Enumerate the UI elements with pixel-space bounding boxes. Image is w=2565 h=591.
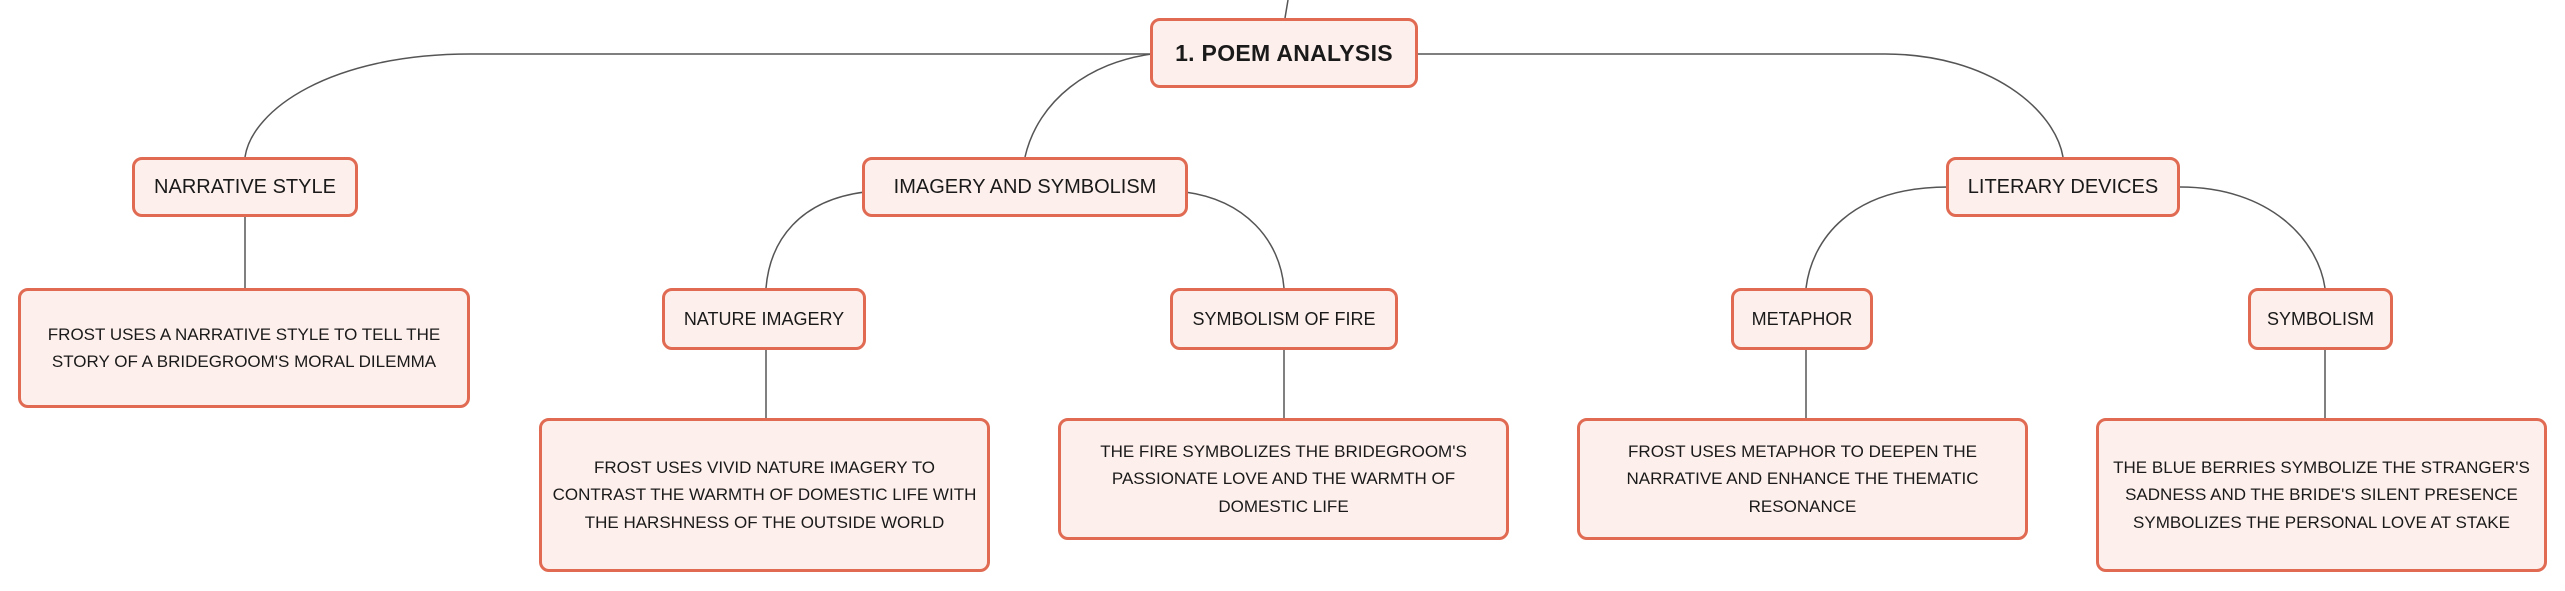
connector-devices-metaphor	[1805, 186, 1949, 289]
connector-devices-symbolism	[2179, 186, 2326, 289]
node-label: LITERARY DEVICES	[1967, 175, 2159, 198]
connector-imagery-fire	[1184, 191, 1285, 289]
node-symbolism-of-fire[interactable]: SYMBOLISM OF FIRE	[1170, 288, 1398, 350]
connector-imagery-nature	[765, 191, 866, 289]
node-label: NARRATIVE STYLE	[154, 175, 336, 198]
node-label: METAPHOR	[1751, 308, 1853, 329]
node-symbolism[interactable]: SYMBOLISM	[2248, 288, 2393, 350]
node-literary-devices[interactable]: LITERARY DEVICES	[1946, 157, 2180, 217]
detail-symbolism[interactable]: THE BLUE BERRIES SYMBOLIZE THE STRANGER'…	[2096, 418, 2547, 572]
detail-text: THE FIRE SYMBOLIZES THE BRIDEGROOM'S PAS…	[1100, 442, 1467, 516]
connector-root-devices	[1418, 53, 2064, 158]
connector-root-narrative	[244, 53, 1152, 158]
detail-narrative-style[interactable]: FROST USES A NARRATIVE STYLE TO TELL THE…	[18, 288, 470, 408]
node-label: SYMBOLISM OF FIRE	[1192, 308, 1376, 329]
node-imagery-and-symbolism[interactable]: IMAGERY AND SYMBOLISM	[862, 157, 1188, 217]
node-label: NATURE IMAGERY	[683, 308, 845, 329]
root-label: 1. POEM ANALYSIS	[1175, 39, 1393, 66]
node-nature-imagery[interactable]: NATURE IMAGERY	[662, 288, 866, 350]
detail-text: FROST USES VIVID NATURE IMAGERY TO CONTR…	[552, 458, 977, 532]
connector-root-imagery	[1024, 53, 1153, 158]
node-label: SYMBOLISM	[2266, 308, 2375, 329]
detail-metaphor[interactable]: FROST USES METAPHOR TO DEEPEN THE NARRAT…	[1577, 418, 2028, 540]
detail-text: FROST USES A NARRATIVE STYLE TO TELL THE…	[47, 324, 441, 371]
node-label: IMAGERY AND SYMBOLISM	[893, 175, 1157, 198]
root-node[interactable]: 1. POEM ANALYSIS	[1150, 18, 1418, 88]
node-narrative-style[interactable]: NARRATIVE STYLE	[132, 157, 358, 217]
detail-symbolism-of-fire[interactable]: THE FIRE SYMBOLIZES THE BRIDEGROOM'S PAS…	[1058, 418, 1509, 540]
connector-root-parent	[1284, 0, 1289, 19]
detail-text: THE BLUE BERRIES SYMBOLIZE THE STRANGER'…	[2113, 458, 2530, 532]
detail-nature-imagery[interactable]: FROST USES VIVID NATURE IMAGERY TO CONTR…	[539, 418, 990, 572]
detail-text: FROST USES METAPHOR TO DEEPEN THE NARRAT…	[1626, 442, 1979, 516]
node-metaphor[interactable]: METAPHOR	[1731, 288, 1873, 350]
